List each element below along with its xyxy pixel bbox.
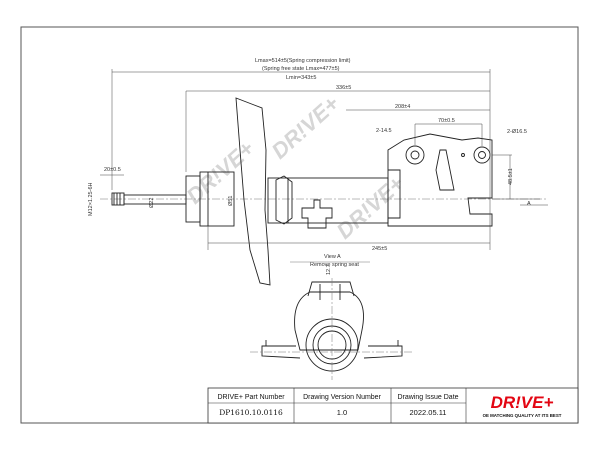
label-a: A xyxy=(527,201,531,207)
dim-336: 336±5 xyxy=(336,85,351,91)
logo-brand: DR!VE+ xyxy=(491,393,554,412)
dim-angle-hole: 2-Ø16.5 xyxy=(507,129,527,135)
drive-logo: DR!VE+ OE MATCHING QUALITY AT ITS BEST xyxy=(483,393,562,418)
drawing-border xyxy=(20,26,579,424)
dim-208: 208±4 xyxy=(395,104,410,110)
watermark-2: DR!VE+ xyxy=(267,91,344,164)
dimension-labels: Lmax=514±5(Spring compression limit) (Sp… xyxy=(88,58,531,275)
dim-lmax: Lmax=514±5(Spring compression limit) xyxy=(255,58,351,64)
dim-thread: M12×1.25-6H xyxy=(88,182,94,216)
dim-lmin: Lmin=343±5 xyxy=(286,75,316,81)
version-header: Drawing Version Number xyxy=(303,394,381,401)
watermark: DR!VE+ DR!VE+ DR!VE+ xyxy=(182,91,409,244)
dim-d51: Ø51 xyxy=(228,196,234,206)
remove-spring-label: Remove spring seat xyxy=(310,262,359,268)
view-a-drawing xyxy=(250,261,412,380)
date-header: Drawing Issue Date xyxy=(397,394,458,401)
dim-angle-small: 2-14.5 xyxy=(376,128,392,134)
version-value: 1.0 xyxy=(337,408,347,417)
part-number-value: DP1610.10.0116 xyxy=(219,408,283,417)
view-a-label: View A xyxy=(324,254,341,260)
dimension-lines xyxy=(100,69,548,250)
dim-70: 70±0.5 xyxy=(438,118,455,124)
title-block: DRIVE+ Part Number Drawing Version Numbe… xyxy=(207,387,579,424)
dim-20: 20±0.5 xyxy=(104,167,121,173)
dim-spring-free: (Spring free state Lmax=477±5) xyxy=(262,66,340,72)
watermark-3: DR!VE+ xyxy=(332,171,409,244)
dim-12: 12.7 xyxy=(326,264,332,275)
dim-48: 48.5±1 xyxy=(508,168,514,185)
date-value: 2022.05.11 xyxy=(410,408,447,417)
dim-245: 245±5 xyxy=(372,246,387,252)
part-number-header: DRIVE+ Part Number xyxy=(217,394,285,401)
logo-tagline: OE MATCHING QUALITY AT ITS BEST xyxy=(483,413,562,418)
dim-d22: Ø22 xyxy=(149,198,155,208)
